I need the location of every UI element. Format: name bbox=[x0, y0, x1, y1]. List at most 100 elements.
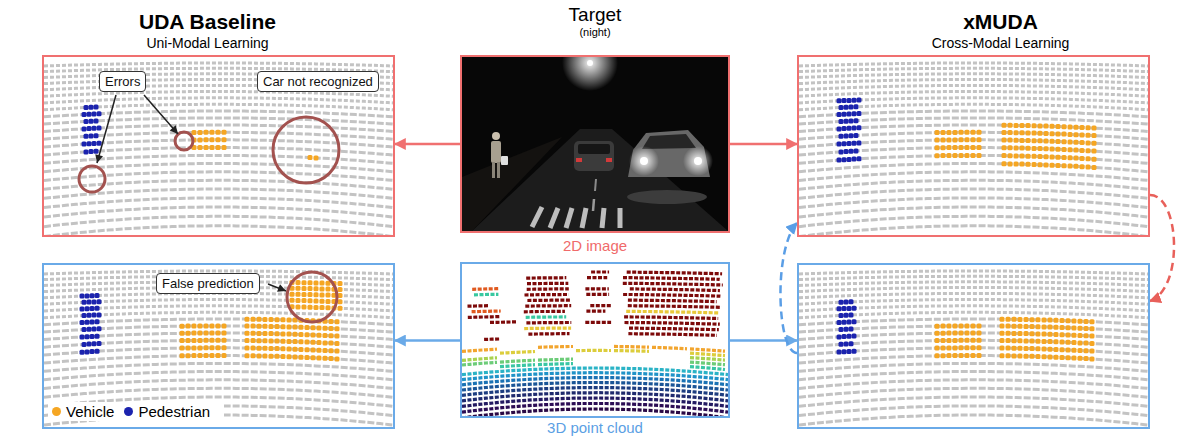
vehicle-point bbox=[320, 292, 325, 297]
vehicle-point bbox=[192, 353, 197, 358]
vehicle-point bbox=[1002, 161, 1007, 166]
pedestrian-point bbox=[842, 320, 847, 325]
pedestrian-point bbox=[847, 349, 852, 354]
lidar-structure bbox=[472, 309, 501, 313]
title-group: UDA BaselineUni-Modal Learning bbox=[5, 9, 410, 52]
lidar-structure bbox=[627, 272, 722, 274]
car-windshield bbox=[642, 134, 696, 149]
vehicle-point bbox=[1066, 355, 1071, 360]
vehicle-point bbox=[947, 345, 952, 350]
street-light-glow bbox=[562, 57, 618, 91]
scan-line bbox=[44, 111, 393, 117]
vehicle-point bbox=[1008, 138, 1013, 143]
vehicle-point bbox=[308, 286, 313, 291]
vehicle-point bbox=[953, 145, 958, 150]
vehicle-point bbox=[216, 323, 221, 328]
vehicle-point bbox=[305, 355, 310, 360]
error-circle bbox=[79, 166, 105, 192]
vehicle-point bbox=[935, 130, 940, 135]
vehicle-point bbox=[287, 354, 292, 359]
vehicle-point bbox=[314, 299, 319, 304]
road-marking bbox=[566, 208, 572, 228]
vehicle-point bbox=[1054, 347, 1059, 352]
lidar-structure bbox=[629, 328, 719, 330]
prediction-view bbox=[797, 263, 1150, 429]
vehicle-point bbox=[1006, 338, 1011, 343]
vehicle-point bbox=[1084, 333, 1089, 338]
lidar-structure bbox=[525, 304, 571, 308]
title-group: xMUDACross-Modal Learning bbox=[818, 9, 1183, 52]
pedestrian-point bbox=[87, 342, 92, 347]
scan-line bbox=[799, 293, 1148, 297]
vehicle-point bbox=[257, 317, 262, 322]
vehicle-point bbox=[1030, 324, 1035, 329]
vehicle-point bbox=[192, 338, 197, 343]
connector bbox=[730, 143, 797, 146]
pedestrian-point bbox=[844, 313, 849, 318]
pedestrian-point bbox=[94, 105, 99, 110]
leader-line bbox=[97, 95, 116, 163]
lidar-ring bbox=[690, 358, 725, 361]
vehicle-point bbox=[329, 356, 334, 361]
pedestrian-point bbox=[849, 299, 854, 304]
vehicle-point bbox=[1054, 339, 1059, 344]
vehicle-point bbox=[204, 145, 209, 150]
pedestrian-point bbox=[87, 327, 92, 332]
vehicle-point bbox=[941, 153, 946, 158]
vehicle-point bbox=[257, 331, 262, 336]
vehicle-point bbox=[1048, 318, 1053, 323]
vehicle-point bbox=[1024, 338, 1029, 343]
scan-line bbox=[44, 104, 393, 110]
pedestrian-bag bbox=[501, 156, 508, 165]
scan-line bbox=[799, 111, 1148, 117]
pedestrian-point bbox=[854, 148, 859, 153]
panel-shape bbox=[779, 4, 1182, 437]
vehicle-point bbox=[180, 331, 185, 336]
vehicle-point bbox=[959, 130, 964, 135]
scan-line bbox=[44, 226, 393, 235]
vehicle-point bbox=[1030, 346, 1035, 351]
headlight bbox=[640, 157, 648, 165]
scan-line bbox=[799, 68, 1148, 71]
lidar-ring bbox=[462, 373, 728, 380]
vehicle-point bbox=[198, 338, 203, 343]
callout-position: Errors bbox=[99, 71, 146, 92]
vehicle-point bbox=[296, 292, 301, 297]
vehicle-point bbox=[947, 153, 952, 158]
vehicle-point bbox=[1092, 149, 1097, 154]
pedestrian-point bbox=[844, 342, 849, 347]
pedestrian-point bbox=[854, 118, 859, 123]
pedestrian-point bbox=[82, 327, 87, 332]
lidar-point-cloud: 3D point cloud bbox=[460, 262, 730, 418]
vehicle-point bbox=[335, 349, 340, 354]
lidar-ring bbox=[462, 409, 728, 416]
vehicle-point bbox=[965, 145, 970, 150]
vehicle-point bbox=[1066, 332, 1071, 337]
vehicle-point bbox=[216, 353, 221, 358]
vehicle-point bbox=[210, 353, 215, 358]
vehicle-point bbox=[198, 345, 203, 350]
vehicle-point bbox=[947, 130, 952, 135]
pedestrian-point bbox=[80, 335, 85, 340]
vehicle-point bbox=[1044, 124, 1049, 129]
pedestrian-point bbox=[847, 98, 852, 103]
vehicle-point bbox=[1050, 147, 1055, 152]
vehicle-point bbox=[216, 145, 221, 150]
vehicle-point bbox=[1066, 325, 1071, 330]
vehicle-point bbox=[1086, 156, 1091, 161]
vehicle-point bbox=[1030, 339, 1035, 344]
vehicle-point bbox=[1000, 338, 1005, 343]
vehicle-point bbox=[317, 325, 322, 330]
vehicle-point bbox=[959, 323, 964, 328]
vehicle-point bbox=[1036, 354, 1041, 359]
vehicle-point bbox=[293, 339, 298, 344]
lidar-structure bbox=[587, 276, 607, 279]
vehicle-point bbox=[299, 339, 304, 344]
vehicle-point bbox=[287, 339, 292, 344]
illustration bbox=[462, 57, 728, 231]
vehicle-point bbox=[1036, 331, 1041, 336]
callout-label: Errors bbox=[99, 71, 146, 92]
vehicle-point bbox=[302, 305, 307, 310]
pedestrian-point bbox=[97, 341, 102, 346]
pedestrian-point bbox=[842, 98, 847, 103]
